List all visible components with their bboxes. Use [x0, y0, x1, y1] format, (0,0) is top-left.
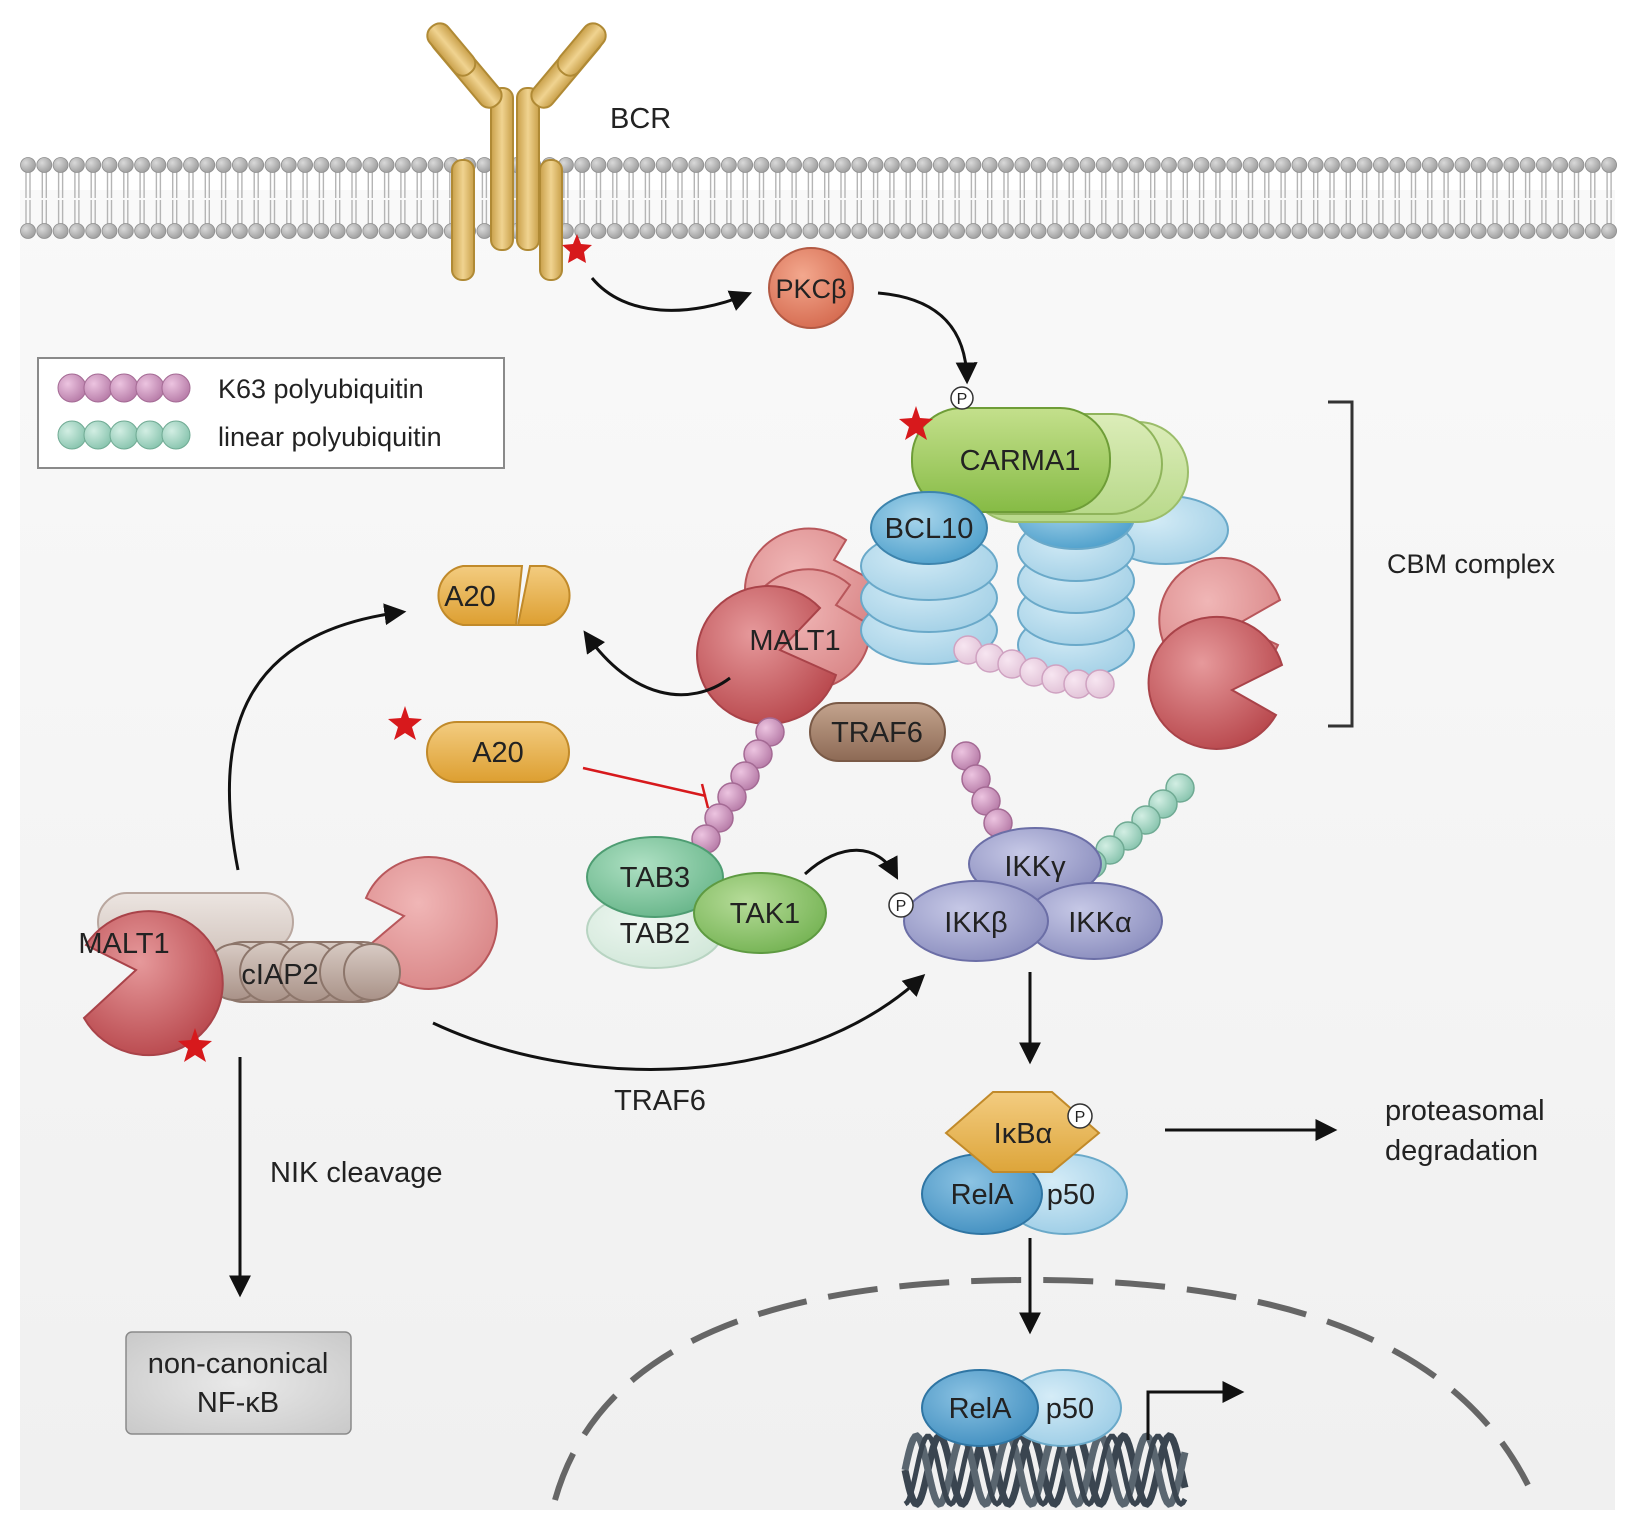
- bcr-receptor: [426, 22, 607, 281]
- bcl10-filament-right: [1017, 484, 1229, 678]
- ikkg-label: IKKγ: [1004, 851, 1066, 883]
- ikba-phospho: P: [1067, 1103, 1093, 1129]
- malt1-ciap2-protein: [82, 910, 224, 1057]
- tak1-protein: [693, 872, 827, 954]
- rela-nuclear-label: RelA: [949, 1393, 1013, 1425]
- k63-chain-malt1-to-tab: [691, 717, 785, 854]
- carma1-label: CARMA1: [960, 445, 1081, 477]
- tab3-protein: [586, 836, 724, 918]
- arrow-bcr-to-pkcb: [590, 277, 753, 312]
- dna-double-helix: [901, 1432, 1189, 1508]
- legend-k63-swatch: [57, 373, 191, 403]
- a20-activation-star: [388, 706, 422, 740]
- malt1-ciap2-label: MALT1: [78, 928, 169, 960]
- malt1-oligomer-right-front: [1147, 615, 1284, 750]
- proteasomal-line1: proteasomal: [1385, 1095, 1545, 1127]
- rela-cytoplasmic-label: RelA: [951, 1179, 1015, 1211]
- svg-text:P: P: [896, 898, 907, 915]
- pkcb-label: PKCβ: [775, 274, 846, 304]
- traf6-cbm-protein: [809, 702, 946, 762]
- arrow-ciap2-to-a20: [227, 603, 407, 871]
- malt1-ciap2-activation-star: [178, 1028, 212, 1062]
- a20-cleaved-label: A20: [444, 581, 496, 613]
- malt1-ciap2-complex: cIAP2 MALT1: [78, 856, 498, 1057]
- malt1-cbm-label: MALT1: [749, 625, 840, 657]
- a20-active-label: A20: [472, 737, 524, 769]
- cbm-complex-bracket: [1328, 400, 1354, 728]
- arrow-ciap2-to-ikk-via-traf6: [432, 974, 926, 1071]
- a20-inhibition-line: [582, 766, 710, 809]
- legend-linear-swatch: [57, 420, 191, 450]
- ikba-label: IκBα: [994, 1118, 1053, 1150]
- ikkb-phospho: P: [888, 892, 914, 918]
- a20-active-protein: [426, 721, 570, 783]
- ikkb-label: IKKβ: [944, 907, 1007, 939]
- legend-linear-label: linear polyubiquitin: [218, 422, 442, 452]
- bcl10-label: BCL10: [885, 513, 974, 545]
- p50-cytoplasmic-label: p50: [1047, 1179, 1095, 1211]
- ciap2-label: cIAP2: [241, 959, 318, 991]
- p50-nuclear-label: p50: [1046, 1393, 1094, 1425]
- a20-cleaved-protein: [437, 565, 571, 626]
- arrow-tak1-to-ikk: [803, 848, 899, 880]
- carma1-phospho: P: [950, 386, 974, 410]
- carma1-oligomer: [911, 407, 1189, 523]
- nuclear-envelope: [552, 1276, 1538, 1502]
- bcr-activation-star: [562, 234, 592, 263]
- transcription-start-arrow: [1146, 1381, 1245, 1440]
- malt1-cbm-protein: [696, 585, 838, 726]
- legend-k63-label: K63 polyubiquitin: [218, 374, 424, 404]
- malt1-ciap2-back-protein: [364, 856, 498, 990]
- k63-chain-cbm: [953, 635, 1115, 699]
- ikkb-protein: [903, 880, 1049, 962]
- ikba-protein: [944, 1091, 1101, 1173]
- cbm-complex-label: CBM complex: [1387, 549, 1556, 579]
- noncanonical-nfkb-box: [125, 1331, 352, 1435]
- noncanonical-line2: NF-κB: [197, 1387, 279, 1419]
- traf6-cbm-label: TRAF6: [831, 717, 923, 749]
- ikka-label: IKKα: [1068, 907, 1132, 939]
- arrow-malt1-to-a20-cleavage: [583, 630, 731, 697]
- tak1-label: TAK1: [730, 898, 800, 930]
- ciap2-protein: [206, 941, 401, 1003]
- tab2-label: TAB2: [620, 918, 690, 950]
- nik-cleavage-label: NIK cleavage: [270, 1157, 443, 1189]
- noncanonical-line1: non-canonical: [148, 1348, 329, 1380]
- legend: K63 polyubiquitin linear polyubiquitin: [37, 357, 505, 469]
- rela-nuclear-protein: [921, 1369, 1039, 1447]
- svg-text:P: P: [1075, 1109, 1086, 1126]
- carma1-activation-star: [899, 406, 933, 440]
- traf6-arrow-label: TRAF6: [614, 1085, 706, 1117]
- arrow-pkcb-to-carma1: [877, 291, 978, 385]
- tab3-label: TAB3: [620, 862, 690, 894]
- bcr-label: BCR: [610, 103, 671, 135]
- proteasomal-line2: degradation: [1385, 1135, 1538, 1167]
- svg-text:P: P: [957, 391, 968, 408]
- bcl10-protein: [870, 491, 988, 565]
- pkcb-protein: [768, 247, 854, 329]
